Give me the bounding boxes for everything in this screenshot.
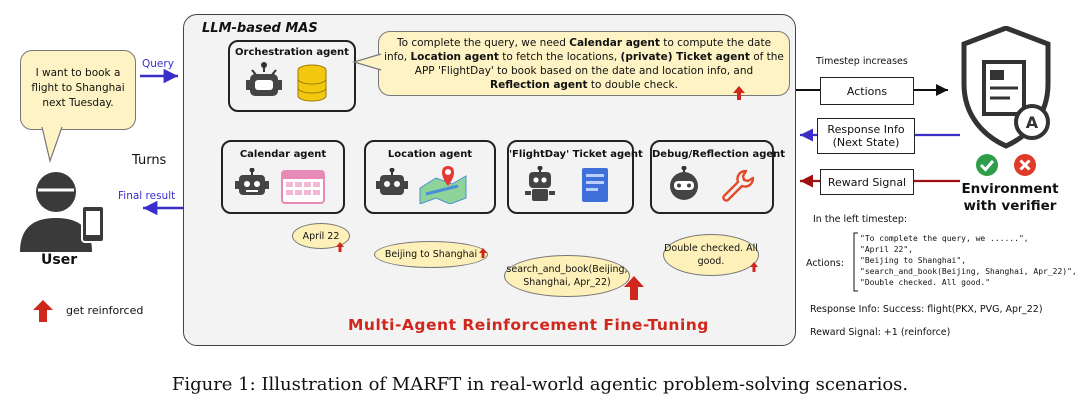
ticket-output: search_and_book(Beijing, Shanghai, Apr_2… xyxy=(504,255,630,297)
ticket-agent-box: 'FlightDay' Ticket agent xyxy=(507,140,643,214)
location-output: Beijing to Shanghai xyxy=(374,241,488,268)
location-agent-box: Location agent xyxy=(364,140,496,214)
details-header: In the left timestep: xyxy=(813,214,908,225)
orchestration-speech-bubble xyxy=(378,31,790,96)
database-icon xyxy=(297,64,327,102)
check-icon xyxy=(976,154,998,176)
close-icon xyxy=(1014,154,1036,176)
robot-icon xyxy=(376,168,408,195)
bubble-tail xyxy=(352,53,382,71)
action-item: "April 22", xyxy=(860,245,913,254)
robot-icon xyxy=(525,166,555,201)
ticket-agent-title: 'FlightDay' Ticket agent xyxy=(509,149,643,160)
orchestration-message: To complete the query, we need Calendar … xyxy=(384,37,784,91)
svg-text:A: A xyxy=(1026,113,1039,132)
legend-reinforced: get reinforced xyxy=(66,304,144,317)
details-reward-signal: Reward Signal: +1 (reinforce) xyxy=(810,327,951,338)
orchestration-agent-box: Orchestration agent xyxy=(228,40,356,112)
reward-box: Reward Signal xyxy=(820,169,914,195)
mfrt-label: Multi-Agent Reinforcement Fine-Tuning xyxy=(348,316,709,334)
actions-bracket xyxy=(853,232,858,292)
reinforce-arrow-icon xyxy=(624,276,644,300)
reflection-agent-box: Debug/Reflection agent xyxy=(650,140,786,214)
user-label: User xyxy=(41,252,78,268)
robot-icon xyxy=(246,62,282,96)
reinforce-arrow-icon xyxy=(479,248,487,258)
final-result-label: Final result xyxy=(118,190,176,202)
reinforce-arrow-icon xyxy=(733,86,745,100)
action-item: "Double checked. All good." xyxy=(860,278,991,287)
ticket-icon xyxy=(582,168,608,202)
query-label: Query xyxy=(142,58,174,70)
details-actions-label: Actions: xyxy=(806,258,844,269)
timestep-label: Timestep increases xyxy=(816,56,908,67)
actions-box: Actions xyxy=(820,77,914,105)
robot-icon xyxy=(235,168,269,195)
details-actions-list: "To complete the query, we ......", "Apr… xyxy=(860,233,1077,288)
robot-icon xyxy=(670,166,698,200)
user-speech-bubble xyxy=(20,50,136,130)
user-avatar-icon xyxy=(20,172,105,252)
reinforce-arrow-icon xyxy=(750,262,758,272)
reinforce-arrow-icon xyxy=(336,242,344,252)
action-item: "search_and_book(Beijing, Shanghai, Apr_… xyxy=(860,267,1077,276)
action-item: "To complete the query, we ......", xyxy=(860,234,1029,243)
wrench-icon xyxy=(722,169,755,202)
location-agent-title: Location agent xyxy=(387,149,473,160)
calendar-agent-box: Calendar agent xyxy=(221,140,345,214)
action-item: "Beijing to Shanghai", xyxy=(860,256,966,265)
figure-caption: Figure 1: Illustration of MARFT in real-… xyxy=(171,374,909,395)
calendar-agent-title: Calendar agent xyxy=(239,149,327,160)
calendar-icon xyxy=(281,170,325,204)
details-response-info: Response Info: Success: flight(PKX, PVG,… xyxy=(810,304,1043,315)
reinforce-arrow-icon xyxy=(33,300,53,322)
environment-label: Environment with verifier xyxy=(961,181,1059,214)
response-box: Response Info (Next State) xyxy=(817,118,915,154)
shield-icon: A xyxy=(961,26,1051,149)
mas-title: LLM-based MAS xyxy=(202,21,318,36)
reflection-output: Double checked. All good. xyxy=(663,234,759,276)
map-pin-icon xyxy=(419,166,467,204)
reflection-agent-title: Debug/Reflection agent xyxy=(652,149,786,160)
turns-label: Turns xyxy=(132,153,167,168)
user-query-text: I want to book a flight to Shanghai next… xyxy=(31,67,125,109)
orchestration-agent-title: Orchestration agent xyxy=(235,47,349,58)
user-bubble-tail xyxy=(41,126,63,164)
